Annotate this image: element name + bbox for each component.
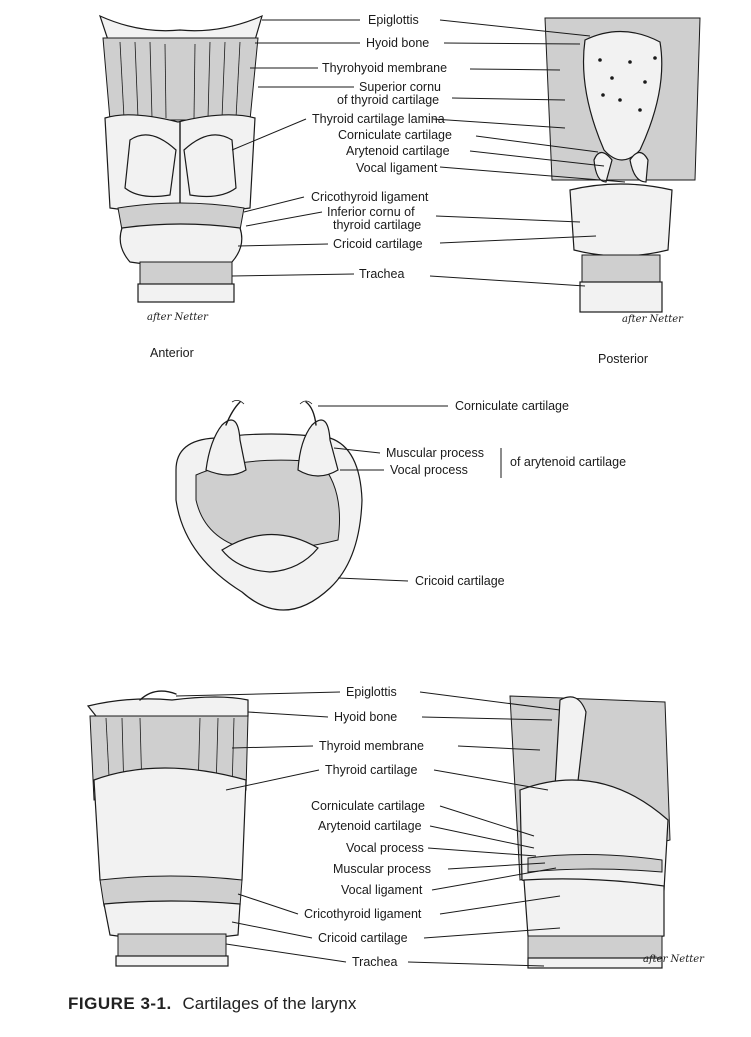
label-thyroid-cartilage-lat: Thyroid cartilage <box>325 763 417 777</box>
cricoid-view-labels: Corniculate cartilage Muscular process V… <box>386 399 626 588</box>
label-muscular-process-mid: Muscular process <box>386 446 484 460</box>
anterior-label-column: Epiglottis Hyoid bone Thyrohyoid membran… <box>311 13 452 281</box>
figure-caption-text: Cartilages of the larynx <box>182 994 356 1013</box>
label-superior-cornu: Superior cornu <box>359 80 441 94</box>
anterior-larynx-drawing <box>100 16 262 302</box>
lateral-section-drawing <box>510 696 670 968</box>
label-corniculate-cartilage: Corniculate cartilage <box>338 128 452 142</box>
anterior-view-label: Anterior <box>150 346 194 360</box>
posterior-view-label: Posterior <box>598 352 648 366</box>
label-of-arytenoid-cartilage: of arytenoid cartilage <box>510 455 626 469</box>
label-trachea-lat: Trachea <box>352 955 397 969</box>
label-cricothyroid-ligament-lat: Cricothyroid ligament <box>304 907 422 921</box>
label-corniculate-cartilage-lat: Corniculate cartilage <box>311 799 425 813</box>
figure-caption: FIGURE 3-1. Cartilages of the larynx <box>68 994 356 1014</box>
posterior-signature: after Netter <box>622 314 684 325</box>
label-epiglottis-lat: Epiglottis <box>346 685 397 699</box>
lateral-label-column: Epiglottis Hyoid bone Thyroid membrane T… <box>304 685 431 969</box>
lateral-signature: after Netter <box>643 954 705 965</box>
label-cricoid-cartilage: Cricoid cartilage <box>333 237 423 251</box>
label-hyoid-bone: Hyoid bone <box>366 36 429 50</box>
label-epiglottis: Epiglottis <box>368 13 419 27</box>
lateral-larynx-drawing <box>88 691 248 966</box>
label-vocal-ligament: Vocal ligament <box>356 161 438 175</box>
label-trachea: Trachea <box>359 267 404 281</box>
label-inferior-cornu-2: thyroid cartilage <box>333 218 421 232</box>
label-arytenoid-cartilage: Arytenoid cartilage <box>346 144 450 158</box>
figure-number: FIGURE 3-1. <box>68 994 172 1013</box>
label-vocal-ligament-lat: Vocal ligament <box>341 883 423 897</box>
cricoid-arytenoid-drawing <box>176 400 362 610</box>
label-muscular-process-lat: Muscular process <box>333 862 431 876</box>
label-vocal-process-mid: Vocal process <box>390 463 468 477</box>
label-cricothyroid-ligament: Cricothyroid ligament <box>311 190 429 204</box>
anterior-signature: after Netter <box>147 312 209 323</box>
label-vocal-process-lat: Vocal process <box>346 841 424 855</box>
label-corniculate-cartilage-mid: Corniculate cartilage <box>455 399 569 413</box>
label-arytenoid-cartilage-lat: Arytenoid cartilage <box>318 819 422 833</box>
label-hyoid-bone-lat: Hyoid bone <box>334 710 397 724</box>
label-inferior-cornu: Inferior cornu of <box>327 205 415 219</box>
label-thyroid-cartilage-lamina: Thyroid cartilage lamina <box>312 112 445 126</box>
label-cricoid-cartilage-lat: Cricoid cartilage <box>318 931 408 945</box>
label-cricoid-cartilage-mid: Cricoid cartilage <box>415 574 505 588</box>
label-thyrohyoid-membrane: Thyrohyoid membrane <box>322 61 447 75</box>
label-thyroid-membrane-lat: Thyroid membrane <box>319 739 424 753</box>
posterior-larynx-drawing <box>545 18 700 312</box>
label-superior-cornu-2: of thyroid cartilage <box>337 93 439 107</box>
